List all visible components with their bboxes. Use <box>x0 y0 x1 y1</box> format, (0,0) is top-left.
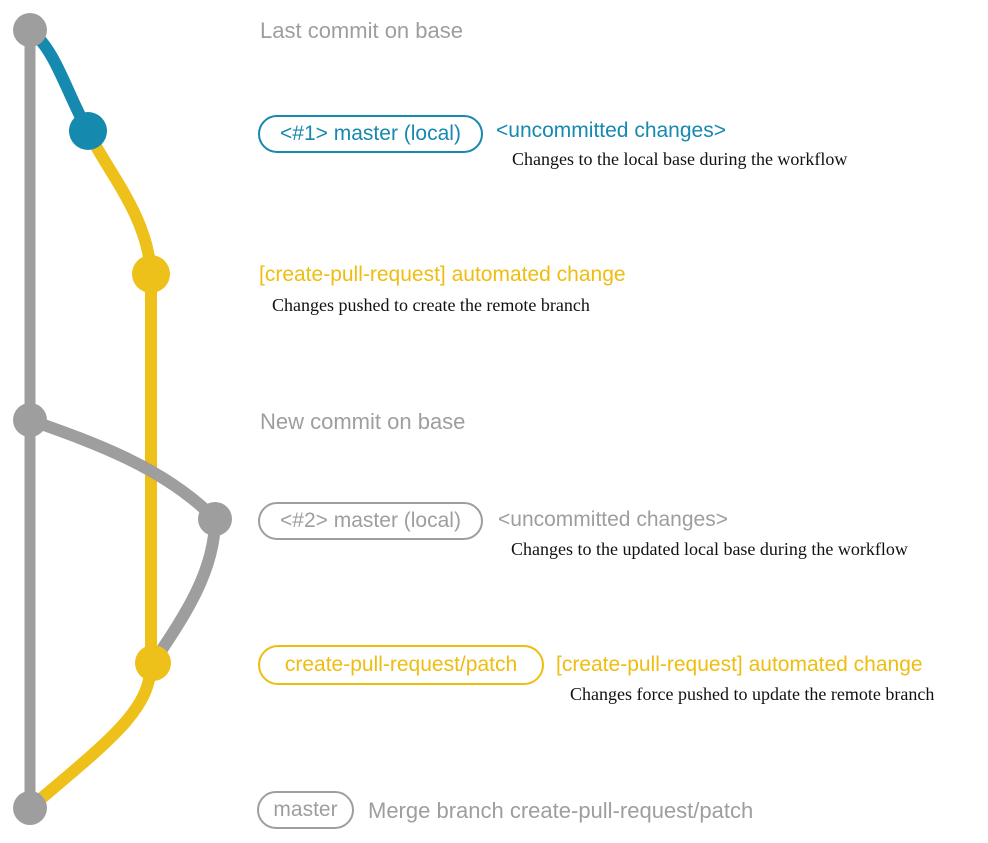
uncommitted-changes-title-1: <uncommitted changes> <box>496 119 726 142</box>
branch-badge-master: master <box>257 791 354 829</box>
uncommitted-changes-description-1: Changes to the local base during the wor… <box>512 149 848 169</box>
new-commit-label: New commit on base <box>260 409 466 434</box>
commit-node-merge <box>13 791 47 825</box>
commit-node-patch-2 <box>135 645 171 681</box>
commit-node-last-commit-on-base <box>13 13 47 47</box>
branch-badge-local-master-1: <#1> master (local) <box>258 115 483 153</box>
branch-badge-patch: create-pull-request/patch <box>258 645 544 685</box>
uncommitted-changes-title-2: <uncommitted changes> <box>498 508 728 531</box>
automated-change-title-2: [create-pull-request] automated change <box>556 653 923 676</box>
last-commit-label: Last commit on base <box>260 18 463 43</box>
branch-line-patch <box>24 125 157 814</box>
automated-change-description-2: Changes force pushed to update the remot… <box>570 684 935 704</box>
commit-node-local-master-2 <box>198 502 232 536</box>
branch-badge-local-master-2: <#2> master (local) <box>258 502 483 540</box>
commit-node-patch-1 <box>132 255 170 293</box>
uncommitted-changes-description-2: Changes to the updated local base during… <box>511 539 908 559</box>
branch-line-local-master-2 <box>24 414 222 669</box>
commit-node-new-commit-on-base <box>13 403 47 437</box>
merge-commit-label: Merge branch create-pull-request/patch <box>368 798 754 823</box>
commit-node-local-master-1 <box>69 112 107 150</box>
automated-change-title-1: [create-pull-request] automated change <box>259 263 626 286</box>
automated-change-description-1: Changes pushed to create the remote bran… <box>272 295 590 315</box>
